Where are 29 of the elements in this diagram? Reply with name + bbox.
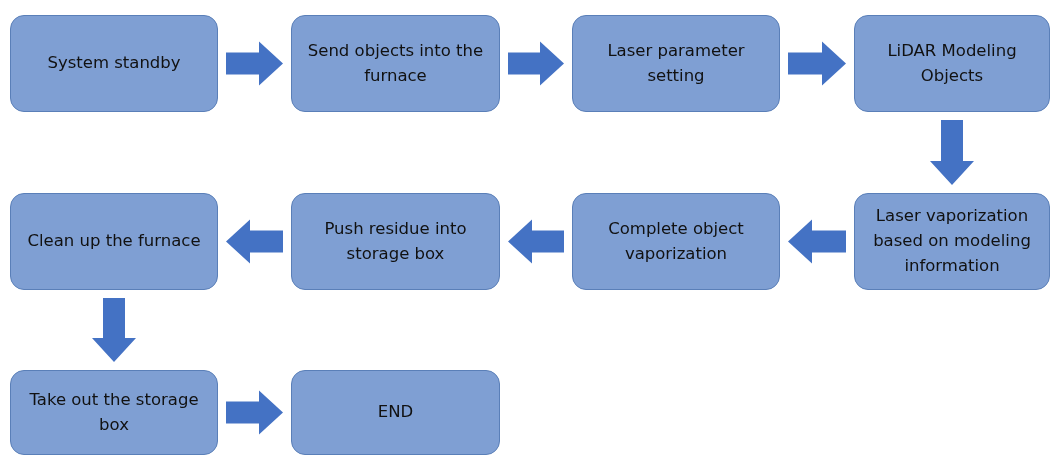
box-label: END (377, 401, 414, 424)
box-label: Laser parameter setting (606, 39, 746, 87)
box-label: Complete object vaporization (607, 217, 745, 265)
process-box (291, 370, 500, 455)
process-box (854, 15, 1050, 112)
process-box (10, 15, 218, 112)
block-arrow (930, 120, 974, 185)
block-arrow (226, 41, 283, 86)
process-box (572, 15, 780, 112)
block-arrow (508, 41, 564, 86)
box-label: Clean up the furnace (27, 230, 201, 253)
box-label: Push residue into storage box (323, 217, 468, 265)
process-box (291, 15, 500, 112)
box-label: Send objects into the furnace (306, 39, 485, 87)
block-arrow (92, 298, 136, 362)
box-label: Take out the storage box (28, 388, 200, 436)
box-label: System standby (47, 52, 181, 75)
box-label: LiDAR Modeling Objects (886, 39, 1018, 87)
process-box (854, 193, 1050, 290)
process-box (572, 193, 780, 290)
block-arrow (508, 219, 564, 264)
process-box (10, 193, 218, 290)
process-box (10, 370, 218, 455)
block-arrow (788, 41, 846, 86)
box-label: Laser vaporization based on modeling information (872, 205, 1032, 277)
process-box (291, 193, 500, 290)
block-arrow (788, 219, 846, 264)
block-arrow (226, 390, 283, 435)
block-arrow (226, 219, 283, 264)
